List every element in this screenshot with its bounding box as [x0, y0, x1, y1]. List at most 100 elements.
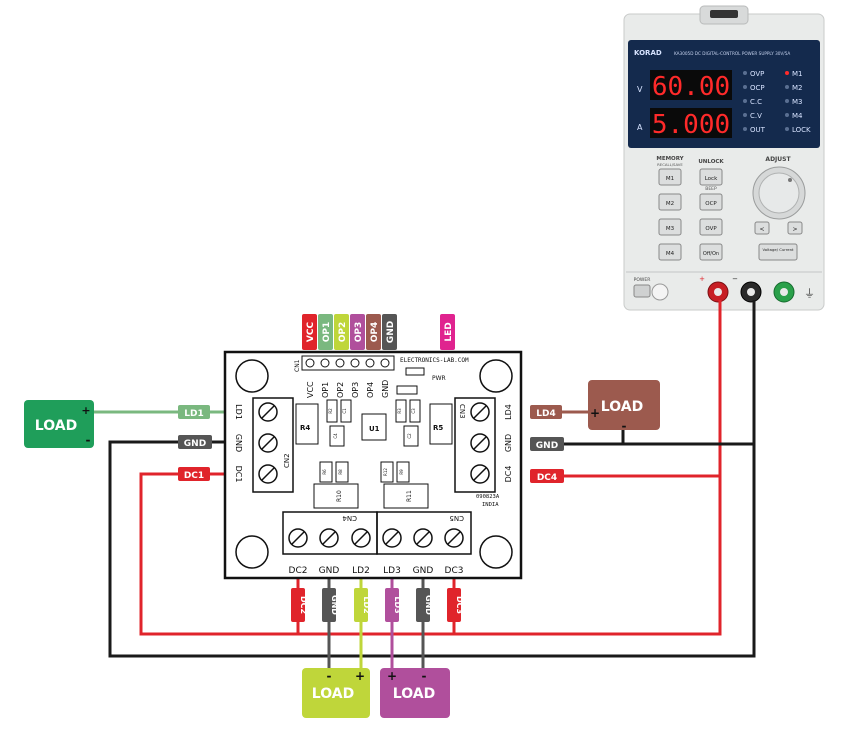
led-tag: LED — [440, 314, 455, 350]
board-bottom-label: GND — [319, 566, 340, 576]
load-bottom-right-plus: + — [387, 669, 397, 683]
bottom-wire-tag-label: DC2 — [299, 596, 308, 614]
psu-button-right[interactable]: > — [787, 221, 803, 235]
psu-button-voltage-current[interactable]: Voltage/ Current — [758, 243, 798, 261]
wire-tag-gnd-left-label: GND — [184, 439, 206, 449]
small-part-label: C3 — [411, 408, 416, 414]
board-bottom-label: LD3 — [383, 566, 401, 576]
voltage-readout: 60.00 — [652, 72, 730, 102]
load-bottom-left-plus: + — [355, 669, 365, 683]
load-bottom-right-label: LOAD — [393, 686, 435, 702]
psu-button-left-label: < — [759, 226, 764, 233]
small-part-label: R6 — [322, 469, 327, 475]
psu-plus-label: + — [699, 275, 705, 283]
header-pin-tag-op1: OP1 — [318, 314, 333, 350]
wire-gnd-left — [108, 300, 756, 658]
c3-part — [409, 399, 421, 423]
load-bottom-right: LOAD + - — [380, 668, 450, 718]
memory-status-label: M2 — [792, 84, 803, 92]
adjust-title: ADJUST — [765, 156, 791, 163]
bottom-wire-tag-4: GND — [416, 588, 433, 622]
power-supply: KORAD KA3005D DC DIGITAL-CONTROL POWER S… — [623, 5, 825, 311]
wire-tag-gnd-right-label: GND — [536, 441, 558, 451]
psu-button-m3[interactable]: M3 — [658, 218, 682, 236]
r3-part — [395, 399, 407, 423]
load-left-plus: + — [81, 404, 90, 417]
small-part-label: R9 — [399, 469, 404, 475]
psu-button-m4[interactable]: M4 — [658, 243, 682, 261]
r4-resistor — [295, 403, 319, 445]
status-label: C.C — [750, 98, 762, 106]
psu-brand: KORAD — [634, 49, 662, 57]
bottom-wire-tag-5: DC3 — [447, 588, 464, 622]
small-part-label: R12 — [383, 468, 388, 476]
load-right-minus: - — [622, 419, 627, 433]
memory-status-dot — [785, 127, 789, 131]
c2-cap — [396, 385, 418, 395]
led-tag-label: LED — [444, 322, 454, 341]
load-right: LOAD + - — [588, 380, 660, 433]
memory-status-dot — [785, 71, 789, 75]
mount-hole-tl — [235, 359, 269, 393]
psu-button-m2[interactable]: M2 — [658, 193, 682, 211]
header-pin-tag-vcc: VCC — [302, 314, 317, 350]
board-header-label: OP2 — [336, 382, 345, 398]
beep-label: BEEP — [705, 186, 717, 192]
pwr-led — [405, 367, 425, 376]
bottom-wire-tag-label: GND — [424, 595, 433, 615]
status-label: OVP — [750, 70, 764, 78]
wire-dc1 — [139, 300, 722, 636]
board-bottom-label: LD2 — [352, 566, 370, 576]
wire-tag-dc4-label: DC4 — [537, 473, 557, 483]
status-label: OUT — [750, 126, 766, 134]
board-header-label: OP1 — [321, 382, 330, 398]
psu-button-m1[interactable]: M1 — [658, 168, 682, 186]
header-pin-tag-op2: OP2 — [334, 314, 349, 350]
status-label: OCP — [750, 84, 765, 92]
header-pin-tag-label: OP3 — [354, 322, 364, 343]
board-bottom-label: DC3 — [445, 566, 464, 576]
board-bottom-label: GND — [413, 566, 434, 576]
adjust-knob[interactable] — [752, 166, 806, 220]
r2-part — [326, 399, 338, 423]
cn2-label: CN2 — [283, 453, 291, 468]
r9-part — [396, 461, 410, 483]
small-part-label: R3 — [397, 408, 402, 414]
psu-button-lock[interactable]: Lock — [699, 168, 723, 186]
wire-tag-ld4: LD4 — [530, 405, 562, 419]
psu-terminal-negative[interactable] — [740, 281, 762, 303]
c4-part — [403, 425, 419, 447]
memory-status-dot — [785, 113, 789, 117]
status-dot — [743, 127, 747, 131]
status-dot — [743, 113, 747, 117]
psu-button-onoff[interactable]: Off/On — [699, 243, 723, 261]
psu-button-m3-label: M3 — [666, 226, 675, 232]
psu-button-left[interactable]: < — [754, 221, 770, 235]
r12-part — [380, 461, 394, 483]
wire-tag-ld1-label: LD1 — [184, 409, 203, 419]
psu-button-vc-label: Voltage/ Current — [763, 247, 794, 252]
power-switch[interactable] — [633, 283, 669, 301]
load-right-plus: + — [590, 406, 600, 420]
cn5-label: CN5 — [449, 514, 464, 522]
psu-button-ovp[interactable]: OVP — [699, 218, 723, 236]
memory-status-label: M1 — [792, 70, 803, 78]
psu-button-m1-label: M1 — [666, 176, 674, 182]
psu-button-ocp[interactable]: OCP — [699, 193, 723, 211]
r5-label: R5 — [433, 424, 443, 432]
psu-terminal-ground[interactable] — [773, 281, 795, 303]
psu-terminal-positive[interactable] — [707, 281, 729, 303]
header-cn1 — [301, 355, 395, 371]
header-pin-tag-label: GND — [386, 321, 396, 343]
header-pin-tag-label: OP1 — [322, 322, 332, 343]
u1-label: U1 — [369, 425, 380, 433]
board-header-label: OP4 — [366, 382, 375, 398]
country-label: INDIA — [482, 502, 499, 508]
load-bottom-left-minus: - — [327, 669, 332, 683]
